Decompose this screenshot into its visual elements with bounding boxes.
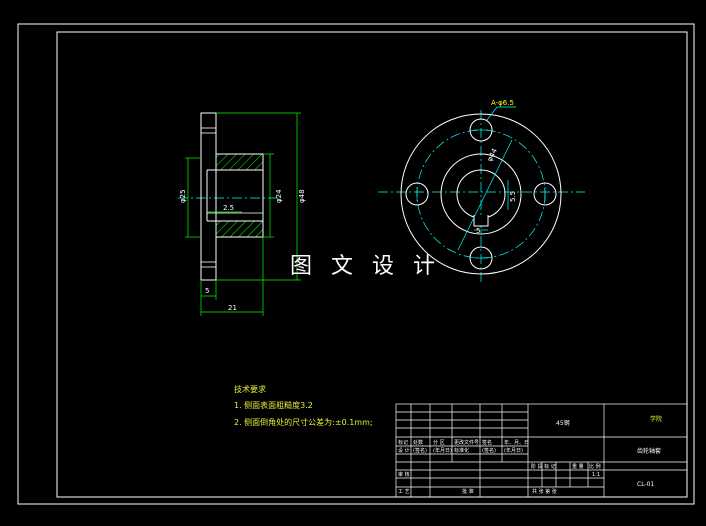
tb-approve: 批 准 (462, 488, 474, 495)
tb-stage: 阶 段 标 记 (531, 463, 556, 470)
bolt-hole-left (405, 182, 429, 206)
tb-standard-date: (年月日) (504, 447, 523, 454)
tb-craft: 工 艺 (398, 489, 410, 495)
hub-circle (440, 153, 522, 235)
dim-d-left: φ25 (179, 189, 187, 203)
tb-design-sign: (签名) (413, 447, 427, 454)
dim-d-outer: φ48 (298, 189, 306, 203)
outer-circle (400, 113, 562, 275)
tb-h-date: 年、月、日 (504, 439, 529, 446)
note-1: 1. 侧面表面粗糙度3.2 (234, 400, 313, 410)
hub-wall-top (215, 153, 264, 171)
tb-sheets: 共 张 第 张 (532, 488, 557, 495)
tb-material: 45钢 (556, 419, 570, 427)
note-2: 2. 侧面倒角处的尺寸公差为:±0.1mm; (234, 417, 373, 427)
tb-design: 设 计 (398, 447, 410, 454)
tb-h-sign: 签名 (482, 439, 492, 446)
outer-border (17, 23, 695, 505)
tb-h-mark: 标记 (398, 439, 408, 446)
tb-standard: 标准化 (454, 447, 469, 454)
tb-weight: 重 量 (572, 463, 584, 470)
bolt-hole-bottom (469, 246, 493, 270)
dim-d-mid: φ24 (275, 189, 283, 203)
watermark: 图 文 设 计 (290, 254, 441, 279)
flange (200, 112, 217, 281)
inner-border (56, 31, 688, 498)
tb-design-date: (年月日) (433, 447, 452, 454)
keyway-width-label: 5 (476, 227, 480, 235)
bolt-hole-top (469, 118, 493, 142)
pcd-label: φ44 (486, 147, 500, 163)
hub-wall-bottom (215, 220, 264, 238)
side-view: φ25 φ24 φ48 2.5 5 21 (178, 112, 306, 316)
title-block (395, 403, 688, 498)
technical-notes: 技术要求 1. 侧面表面粗糙度3.2 2. 侧面倒角处的尺寸公差为:±0.1mm… (234, 384, 373, 427)
tb-unit: 学院 (650, 415, 662, 423)
tb-review: 审 核 (398, 471, 410, 478)
tb-h-doc: 更改文件号 (454, 439, 479, 446)
tb-standard-sign: (签名) (482, 447, 496, 454)
notes-title: 技术要求 (234, 384, 266, 394)
dim-len-inner: 2.5 (223, 204, 234, 212)
tb-h-count: 处数 (413, 439, 423, 446)
keyway-depth-label: 5.5 (509, 191, 517, 202)
hole-callout: A-φ6.5 (491, 99, 514, 107)
bolt-hole-right (533, 182, 557, 206)
keyway (473, 215, 489, 227)
tb-drawing-number: CL-01 (637, 481, 654, 488)
dim-len-flange: 5 (205, 287, 209, 295)
tb-h-zone: 分 区 (433, 439, 445, 446)
dim-len-total: 21 (228, 304, 237, 312)
tb-scale-label: 比 例 (589, 463, 601, 470)
tb-scale: 1:1 (592, 472, 600, 478)
tb-drawing-title: 齿轮轴套 (637, 447, 661, 455)
front-view: A-φ6.5 φ44 5.5 5 (378, 99, 585, 285)
